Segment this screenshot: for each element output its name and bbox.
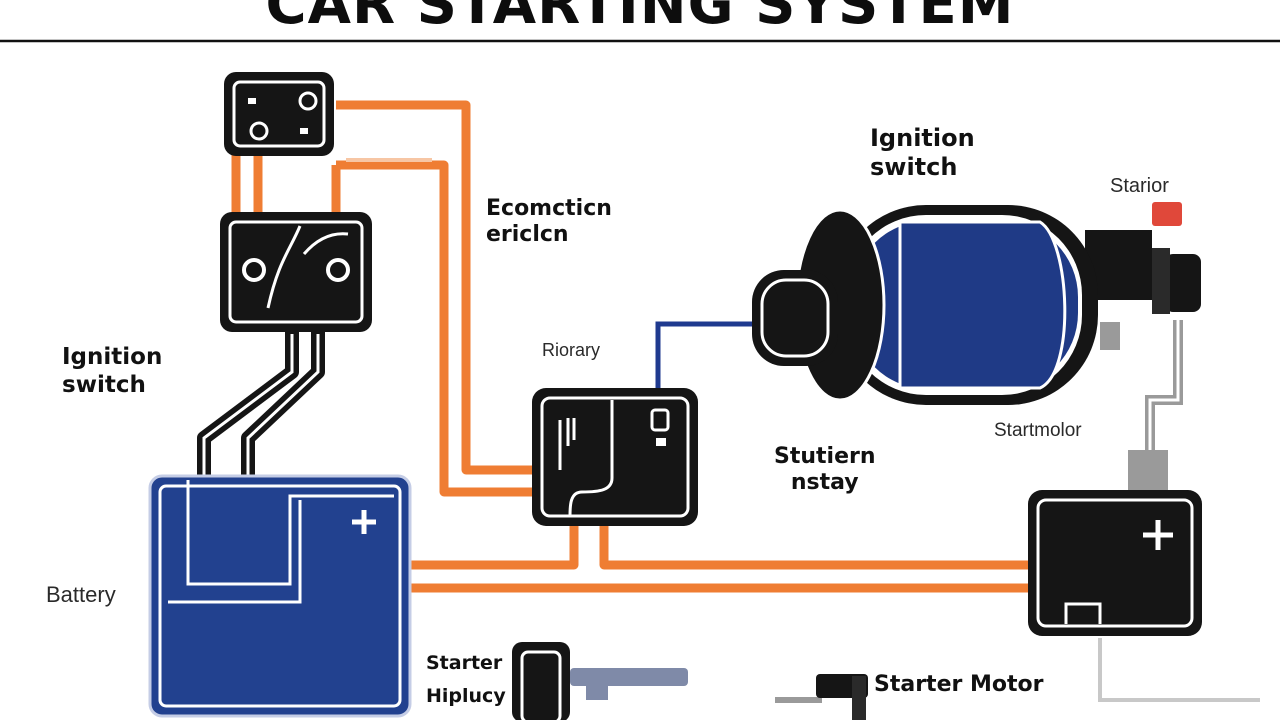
label-ignition-right-line-1: Ignition [870,124,975,152]
battery-inner-line-2 [168,500,302,604]
battery-plus-icon [352,510,376,534]
relay-contacts [558,418,570,470]
label-ignition-left-line-2: switch [62,371,146,398]
starter-key-frame [520,650,562,720]
label-starter-motor: Starter Motor [874,672,1044,697]
battery-frame [158,484,402,708]
label-stutiern-line-2: nstay [790,470,859,496]
ignition-switch-trace [266,225,302,309]
label-ignition-left: Ignition switch [62,344,162,399]
starter-motor-plug [775,674,868,720]
solenoid-terminal [1064,602,1102,624]
wire-relay-to-motor [655,321,762,388]
relay-body [532,388,698,526]
battery-inner-line [186,480,394,586]
wire-ignition-to-relay [336,160,532,497]
relay-frame [540,396,690,518]
starter-motor [752,202,1201,405]
label-starter-bottom: Starter Hiplucy [426,652,506,708]
label-stutiern: Stutiern nstay [774,444,876,497]
black-cables [197,330,325,478]
label-stutiern-line-1: Stutiern [774,444,876,469]
solenoid-lead [1098,638,1260,702]
top-switch-mark-2 [300,128,308,134]
cable-a-core [202,334,294,476]
label-ignition-left-line-1: Ignition [62,344,163,370]
solenoid-body [1028,490,1202,636]
relay-coil-icon [650,408,670,432]
battery-body [148,474,412,718]
relay-coil-mark [656,438,666,446]
ignition-terminal-right [326,258,350,282]
ignition-switch-box [220,212,372,332]
label-startmolor: Startmolor [994,420,1082,441]
cable-b-core [246,334,320,476]
label-top-mid-line-1: Ecomcticn [486,196,612,221]
wire-switch-to-relay [336,100,532,475]
label-ignition-right: Ignition switch [870,124,975,182]
motor-shaft-end [1165,254,1201,312]
label-starter-bottom-line-2: Hiplucy [426,684,506,707]
relay-box [532,388,698,526]
solenoid-frame [1036,498,1194,628]
ignition-switch-body [220,212,372,332]
ignition-terminal-left [242,258,266,282]
motor-panel [898,220,1067,390]
top-switch-frame [232,80,326,148]
relay-trace [568,400,614,517]
wire-battery-to-relay [408,526,579,570]
top-switch-body [224,72,334,156]
solenoid-connector [1128,320,1183,492]
top-switch-terminal-b [249,121,269,141]
motor-nose [752,270,838,366]
label-ignition-right-line-2: switch [870,152,958,181]
label-top-mid: Ecomcticn ericlcn [486,196,612,249]
motor-mount [1100,322,1120,350]
starter-key-blade [570,668,688,686]
label-riorary: Riorary [542,340,601,360]
label-starior: Starior [1110,175,1169,197]
motor-nose-ring [760,278,830,358]
wire-relay-to-solenoid [599,526,1028,570]
battery [148,474,412,718]
label-starter-bottom-line-1: Starter [426,652,503,674]
starter-solenoid [1028,490,1260,702]
top-switch-mark [248,98,256,104]
label-battery: Battery [46,582,116,607]
ignition-switch-trace-2 [302,232,349,255]
top-switch-box [224,72,334,156]
orange-wires [231,100,1028,593]
top-switch-terminal-a [298,91,318,111]
starter-key-notch [586,684,608,700]
motor-terminal-red [1152,202,1182,226]
connector-post-core [1148,320,1180,490]
connector-sleeve [1128,450,1168,492]
motor-shaft [1152,248,1170,314]
starter-key-body [512,642,570,720]
motor-shaft-housing [1085,230,1152,300]
plug-pin [852,676,866,720]
diagram-title: CAR STARTING SYSTEM [265,0,1015,37]
ignition-switch-frame [228,220,364,324]
solenoid-plus-icon [1143,520,1173,550]
label-top-mid-line-2: ericlcn [486,222,569,248]
black-cables-inner [202,334,320,476]
starter-key [512,642,688,720]
